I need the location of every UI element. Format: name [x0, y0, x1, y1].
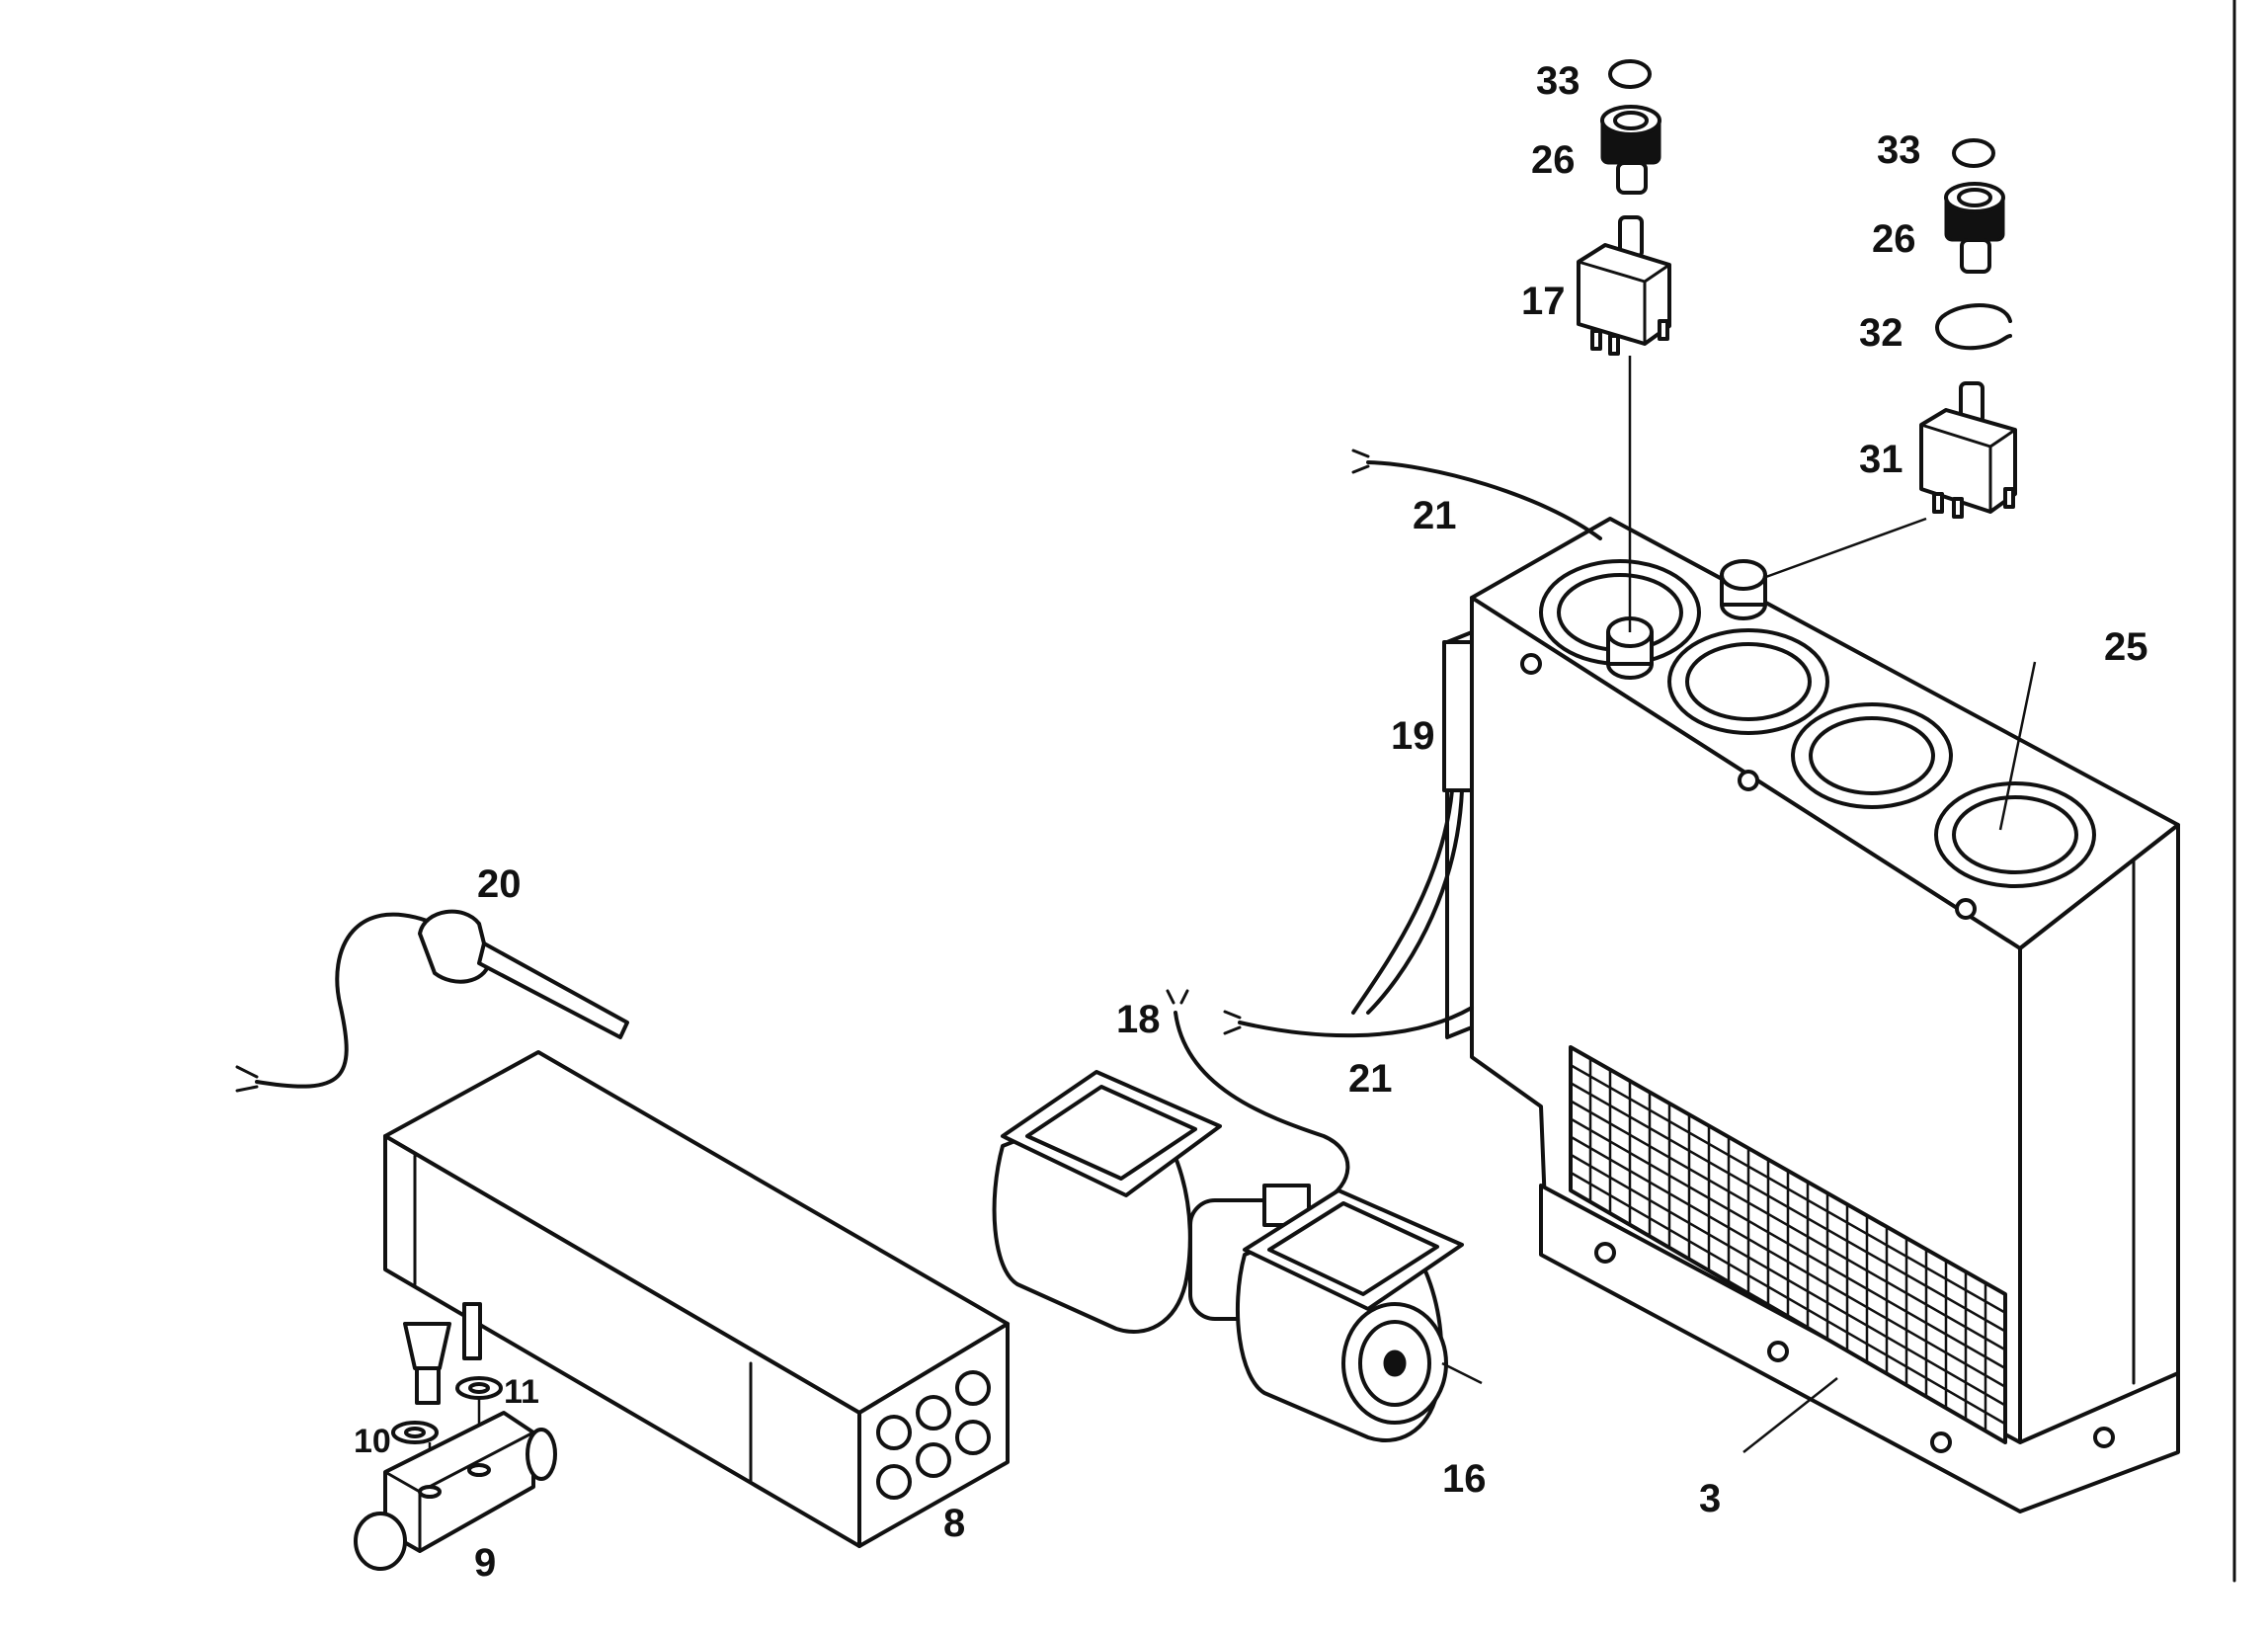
grille-line — [1570, 1135, 2006, 1388]
cap-33-right — [1952, 138, 1995, 168]
callout-19: 19 — [1391, 714, 1435, 758]
callout-31: 31 — [1859, 438, 1904, 481]
callout-17: 17 — [1521, 280, 1566, 323]
cap-33-left — [1608, 59, 1652, 89]
heat-exchanger-8 — [383, 1050, 1010, 1548]
callout-33-left: 33 — [1536, 59, 1580, 103]
callout-21-top: 21 — [1413, 494, 1457, 537]
grille-line — [1570, 1171, 2006, 1426]
grille-line — [1570, 1117, 2006, 1370]
callout-11: 11 — [504, 1373, 539, 1411]
grille-line — [1570, 1100, 2006, 1351]
wiring — [1223, 449, 2037, 1453]
switch-17-assembly — [1577, 59, 1671, 632]
callout-10: 10 — [354, 1423, 391, 1460]
wire-21-bottom — [1238, 1006, 1474, 1038]
callout-33-right: 33 — [1877, 128, 1921, 172]
switch-17 — [1577, 243, 1671, 346]
callout-labels: 3 8 9 10 11 16 17 18 19 20 21 21 25 26 2… — [354, 59, 2148, 1585]
sensor-wire — [255, 912, 442, 1089]
wire-21-top — [1366, 460, 1602, 540]
sensor-20 — [235, 909, 629, 1093]
heater-housing — [1445, 517, 2180, 1513]
valve-9-assembly — [354, 1376, 557, 1571]
housing-screws — [1520, 653, 2115, 1453]
callout-32: 32 — [1859, 311, 1904, 355]
grille-line — [1570, 1082, 2006, 1333]
blower-16 — [992, 989, 1464, 1442]
callout-8: 8 — [943, 1502, 965, 1545]
callout-3: 3 — [1699, 1477, 1721, 1520]
housing-grille — [1569, 1045, 2007, 1444]
grille-line — [1570, 1064, 2006, 1314]
grille-line — [1570, 1153, 2006, 1407]
connector-19 — [1442, 640, 1474, 792]
callout-20: 20 — [477, 862, 522, 906]
callout-25: 25 — [2104, 625, 2148, 669]
callout-16: 16 — [1442, 1457, 1487, 1501]
callout-18: 18 — [1116, 998, 1161, 1041]
wire-18 — [1174, 1011, 1350, 1202]
callout-9: 9 — [474, 1541, 496, 1585]
clip-32 — [1935, 303, 2012, 351]
leader-16 — [1441, 1361, 1483, 1385]
exchanger-coils — [876, 1370, 991, 1500]
callout-26-right: 26 — [1872, 217, 1916, 261]
switch-31-assembly — [1762, 138, 2017, 580]
callout-21-bottom: 21 — [1348, 1057, 1393, 1101]
callout-26-left: 26 — [1531, 138, 1576, 182]
